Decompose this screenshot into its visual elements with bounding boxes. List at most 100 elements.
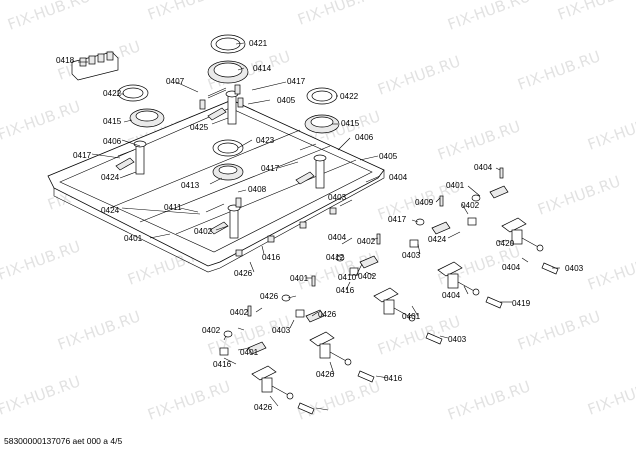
leader-lines bbox=[78, 42, 560, 411]
leader-line bbox=[251, 81, 287, 91]
part-number-label: 0402 bbox=[202, 326, 221, 335]
gas-valve-body bbox=[373, 287, 399, 303]
clip bbox=[467, 217, 477, 226]
part-number-label: 0409 bbox=[415, 198, 434, 207]
part-number-label: 0414 bbox=[253, 64, 272, 73]
screw bbox=[199, 99, 206, 110]
part-number-label: 0416 bbox=[384, 374, 403, 383]
valve-stem bbox=[271, 385, 291, 397]
watermark-text: FIX-HUB.RU bbox=[435, 117, 523, 164]
burner-head-top bbox=[310, 116, 334, 128]
part-number-label: 0416 bbox=[262, 253, 281, 262]
thermocouple-bracket bbox=[207, 107, 227, 121]
part-number-label: 0415 bbox=[103, 117, 122, 126]
burner-head-top bbox=[135, 110, 159, 122]
frame-crossbar bbox=[139, 145, 331, 223]
leader-line bbox=[249, 261, 255, 273]
watermark-text: FIX-HUB.RU bbox=[0, 237, 83, 284]
part-number-label: 0401 bbox=[402, 312, 421, 321]
part-number-label: 0402 bbox=[194, 227, 213, 236]
valve-stem-end bbox=[472, 288, 480, 296]
gas-pipe-stub bbox=[229, 207, 239, 239]
leader-line bbox=[149, 233, 171, 239]
valve-bracket bbox=[431, 221, 451, 235]
leader-line bbox=[223, 335, 227, 341]
watermark-text: FIX-HUB.RU bbox=[55, 307, 143, 354]
leader-line bbox=[345, 281, 351, 291]
leader-line bbox=[365, 175, 381, 183]
leader-line bbox=[91, 153, 121, 159]
leader-line bbox=[209, 177, 223, 185]
valve-bracket bbox=[247, 341, 267, 355]
valve-stem-end bbox=[286, 392, 294, 400]
watermark-text: FIX-HUB.RU bbox=[145, 377, 233, 424]
part-number-label: 0416 bbox=[336, 286, 355, 295]
leader-line bbox=[277, 161, 299, 169]
burner-ring-inner bbox=[122, 87, 144, 99]
part-number-label: 0403 bbox=[328, 193, 347, 202]
leader-line bbox=[255, 307, 263, 313]
leader-line bbox=[411, 305, 419, 317]
part-number-label: 0402 bbox=[230, 308, 249, 317]
part-number-label: 0403 bbox=[272, 326, 291, 335]
gas-pipe-stub bbox=[227, 93, 237, 125]
leader-line bbox=[497, 239, 507, 243]
leader-line bbox=[237, 189, 247, 193]
part-number-label: 0402 bbox=[357, 237, 376, 246]
manifold-clip bbox=[329, 207, 337, 215]
leader-line bbox=[435, 197, 441, 203]
manifold-clip bbox=[299, 221, 307, 229]
leader-line bbox=[261, 245, 265, 255]
pipe-nut bbox=[313, 154, 327, 162]
part-number-label: 0402 bbox=[461, 201, 480, 210]
part-number-label: 0425 bbox=[190, 123, 209, 132]
screw bbox=[235, 197, 242, 208]
leader-line bbox=[337, 137, 351, 151]
watermark-text: FIX-HUB.RU bbox=[515, 307, 603, 354]
part-number-label: 0426 bbox=[316, 370, 335, 379]
spark-electrode bbox=[205, 203, 225, 213]
part-number-label: 0404 bbox=[502, 263, 521, 272]
clip bbox=[219, 347, 229, 356]
leader-line bbox=[337, 255, 343, 259]
leader-line bbox=[237, 347, 251, 351]
thermocouple-bracket bbox=[209, 221, 229, 235]
leader-line bbox=[417, 243, 421, 255]
part-number-label: 0421 bbox=[249, 39, 268, 48]
terminal-slot bbox=[106, 51, 114, 61]
burner-head-top bbox=[213, 62, 243, 78]
thermocouple-tip bbox=[297, 402, 315, 415]
washer bbox=[223, 330, 233, 338]
document-footer: 58300000137076 aet 000 a 4/5 bbox=[4, 436, 122, 446]
leader-line bbox=[495, 167, 501, 171]
valve-stem-end bbox=[536, 244, 544, 252]
watermark-text: FIX-HUB.RU bbox=[0, 97, 83, 144]
leader-line bbox=[235, 42, 245, 45]
leader-line bbox=[341, 237, 353, 245]
part-number-label: 0408 bbox=[248, 185, 267, 194]
terminal-slot bbox=[88, 55, 96, 65]
gas-valve-body bbox=[251, 365, 277, 381]
part-number-label: 0426 bbox=[234, 269, 253, 278]
part-number-label: 0417 bbox=[261, 164, 280, 173]
leader-line bbox=[215, 225, 229, 231]
watermark-text: FIX-HUB.RU bbox=[445, 377, 533, 424]
leader-line bbox=[311, 311, 319, 317]
leader-line bbox=[237, 327, 245, 331]
spark-electrode bbox=[299, 143, 317, 151]
part-number-label: 0403 bbox=[565, 264, 584, 273]
gas-valve-block bbox=[511, 229, 523, 245]
thermocouple-tip bbox=[357, 370, 375, 383]
leader-line bbox=[521, 257, 529, 263]
screw bbox=[499, 167, 504, 179]
clip bbox=[409, 239, 419, 248]
part-number-label: 0416 bbox=[213, 360, 232, 369]
part-number-label: 0422 bbox=[103, 89, 122, 98]
part-number-label: 0404 bbox=[328, 233, 347, 242]
part-number-label: 0406 bbox=[103, 137, 122, 146]
manifold-clip bbox=[235, 249, 243, 257]
diagram-artwork bbox=[47, 34, 559, 415]
gas-valve-block bbox=[319, 343, 331, 359]
thermocouple-bracket bbox=[295, 171, 315, 185]
